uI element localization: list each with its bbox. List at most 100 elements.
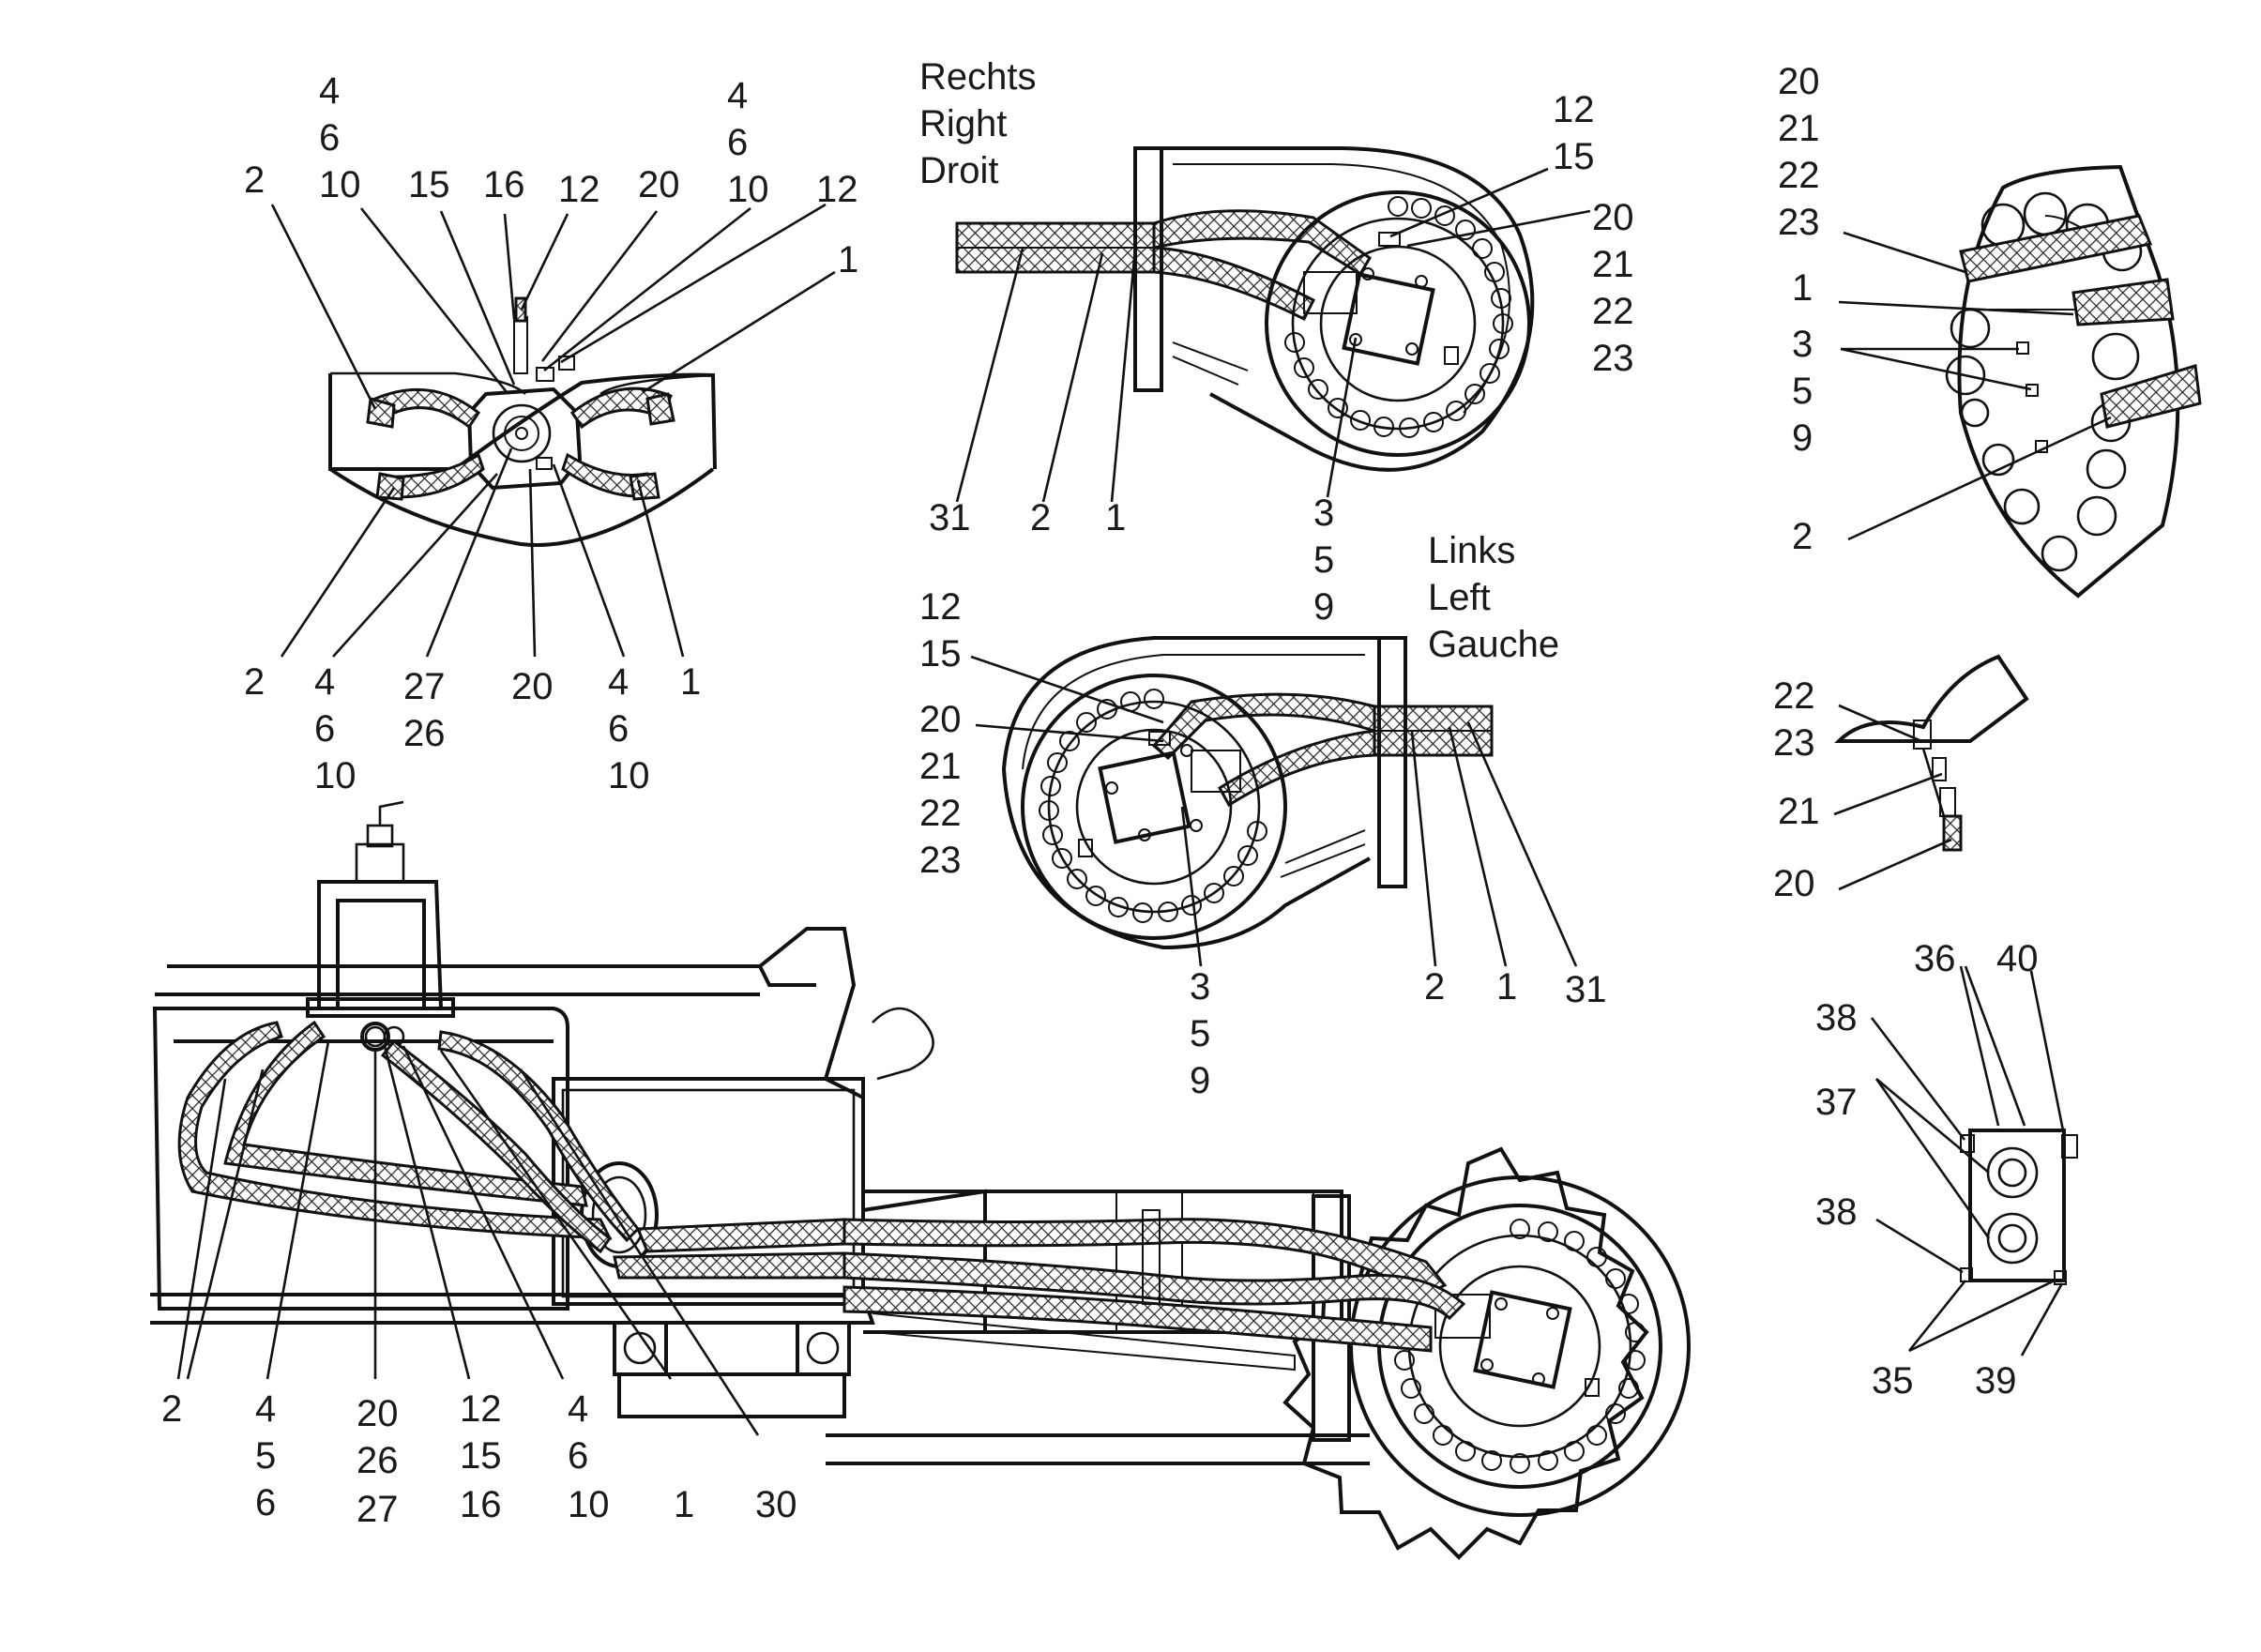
- label: 26: [357, 1440, 399, 1481]
- segment-view-drawing: [1945, 164, 2202, 599]
- label: 23: [1773, 722, 1815, 764]
- left-caption-de: Links: [1428, 530, 1515, 571]
- label: 4: [314, 661, 335, 703]
- label: 21: [919, 746, 962, 787]
- label: 16: [483, 164, 525, 205]
- label: 39: [1975, 1360, 2017, 1402]
- label: 12: [1553, 89, 1595, 130]
- label: 2: [161, 1388, 182, 1430]
- label: 23: [1592, 338, 1634, 379]
- label: 9: [1313, 586, 1334, 628]
- label: 40: [1996, 938, 2039, 979]
- label: 20: [638, 164, 680, 205]
- label: 20: [919, 699, 962, 740]
- segment-view-leaders: [1838, 231, 2112, 541]
- label: 27: [403, 666, 446, 707]
- left-view-leaders: [970, 655, 1578, 967]
- label: 5: [1190, 1013, 1210, 1054]
- fitting-view-drawing: [1834, 654, 2029, 852]
- side-view-labels: 2 4 5 6 20 26 27 12 15 16 4 6 10 1 30: [161, 1388, 797, 1530]
- block-view-drawing: [1960, 1129, 2078, 1285]
- label: 12: [558, 169, 600, 210]
- right-caption-de: Rechts: [919, 56, 1037, 98]
- label: 6: [568, 1435, 588, 1477]
- fitting-view-labels: 22 23 21 20: [1773, 675, 1820, 904]
- label: 15: [408, 164, 450, 205]
- label: 20: [511, 666, 554, 707]
- label: 31: [929, 497, 971, 538]
- label: 22: [1773, 675, 1815, 717]
- label: 36: [1914, 938, 1956, 979]
- label: 1: [1496, 966, 1517, 1008]
- label: 21: [1778, 108, 1820, 149]
- label: 9: [1190, 1060, 1210, 1101]
- label: 16: [460, 1484, 502, 1525]
- label: 4: [727, 75, 748, 116]
- label: 4: [319, 70, 340, 112]
- label: 31: [1565, 969, 1607, 1010]
- label: 10: [568, 1484, 610, 1525]
- right-caption-en: Right: [919, 103, 1007, 144]
- label: 6: [319, 117, 340, 159]
- label: 6: [255, 1482, 276, 1523]
- side-view-hoses: [177, 1020, 1466, 1353]
- label: 12: [919, 586, 962, 628]
- label: 21: [1592, 244, 1634, 285]
- label: 12: [816, 169, 858, 210]
- label: 5: [1792, 371, 1813, 412]
- label: 5: [1313, 539, 1334, 581]
- label: 20: [1592, 197, 1634, 238]
- left-view-labels: Links Left Gauche 12 15 20 21 22 23 3 5 …: [919, 530, 1607, 1101]
- left-caption-en: Left: [1428, 577, 1491, 618]
- label: 38: [1815, 997, 1858, 1038]
- label: 35: [1872, 1360, 1914, 1402]
- label: 4: [608, 661, 629, 703]
- top-view-leaders: [270, 203, 836, 658]
- label: 15: [919, 633, 962, 674]
- label: 2: [244, 661, 265, 703]
- label: 4: [255, 1388, 276, 1430]
- right-view-drawing: [955, 146, 1535, 472]
- right-view-leaders: [955, 167, 1591, 503]
- label: 2: [1030, 497, 1051, 538]
- right-view-labels: Rechts Right Droit 12 15 20 21 22 23 31 …: [919, 56, 1634, 628]
- side-view-leaders: [176, 1040, 760, 1436]
- label: 2: [244, 159, 265, 201]
- label: 6: [727, 122, 748, 163]
- label: 1: [1105, 497, 1126, 538]
- right-caption-fr: Droit: [919, 150, 998, 191]
- label: 22: [1592, 291, 1634, 332]
- label: 12: [460, 1388, 502, 1430]
- label: 30: [755, 1484, 797, 1525]
- label: 1: [674, 1484, 694, 1525]
- label: 4: [568, 1388, 588, 1430]
- label: 6: [314, 708, 335, 750]
- label: 20: [1778, 61, 1820, 102]
- label: 10: [314, 755, 357, 796]
- top-view-drawing: [328, 296, 717, 547]
- label: 38: [1815, 1191, 1858, 1233]
- label: 22: [1778, 155, 1820, 196]
- right-view-bolt-ring: [1284, 196, 1513, 438]
- label: 37: [1815, 1082, 1858, 1123]
- label: 2: [1424, 966, 1445, 1008]
- label: 22: [919, 793, 962, 834]
- label: 1: [680, 661, 701, 703]
- top-view-labels: 4 6 10 4 6 10 2 15 16 12 20 12 1 2 4 6 1…: [244, 70, 858, 796]
- label: 23: [1778, 202, 1820, 243]
- label: 20: [1773, 863, 1815, 904]
- label: 15: [1553, 136, 1595, 177]
- left-caption-fr: Gauche: [1428, 624, 1559, 665]
- label: 9: [1792, 417, 1813, 459]
- label: 5: [255, 1435, 276, 1477]
- label: 3: [1190, 966, 1210, 1008]
- left-view-bolt-ring: [1039, 689, 1267, 923]
- label: 1: [1792, 267, 1813, 309]
- label: 6: [608, 708, 629, 750]
- label: 20: [357, 1393, 399, 1434]
- label: 23: [919, 840, 962, 881]
- label: 1: [838, 239, 858, 280]
- label: 26: [403, 713, 446, 754]
